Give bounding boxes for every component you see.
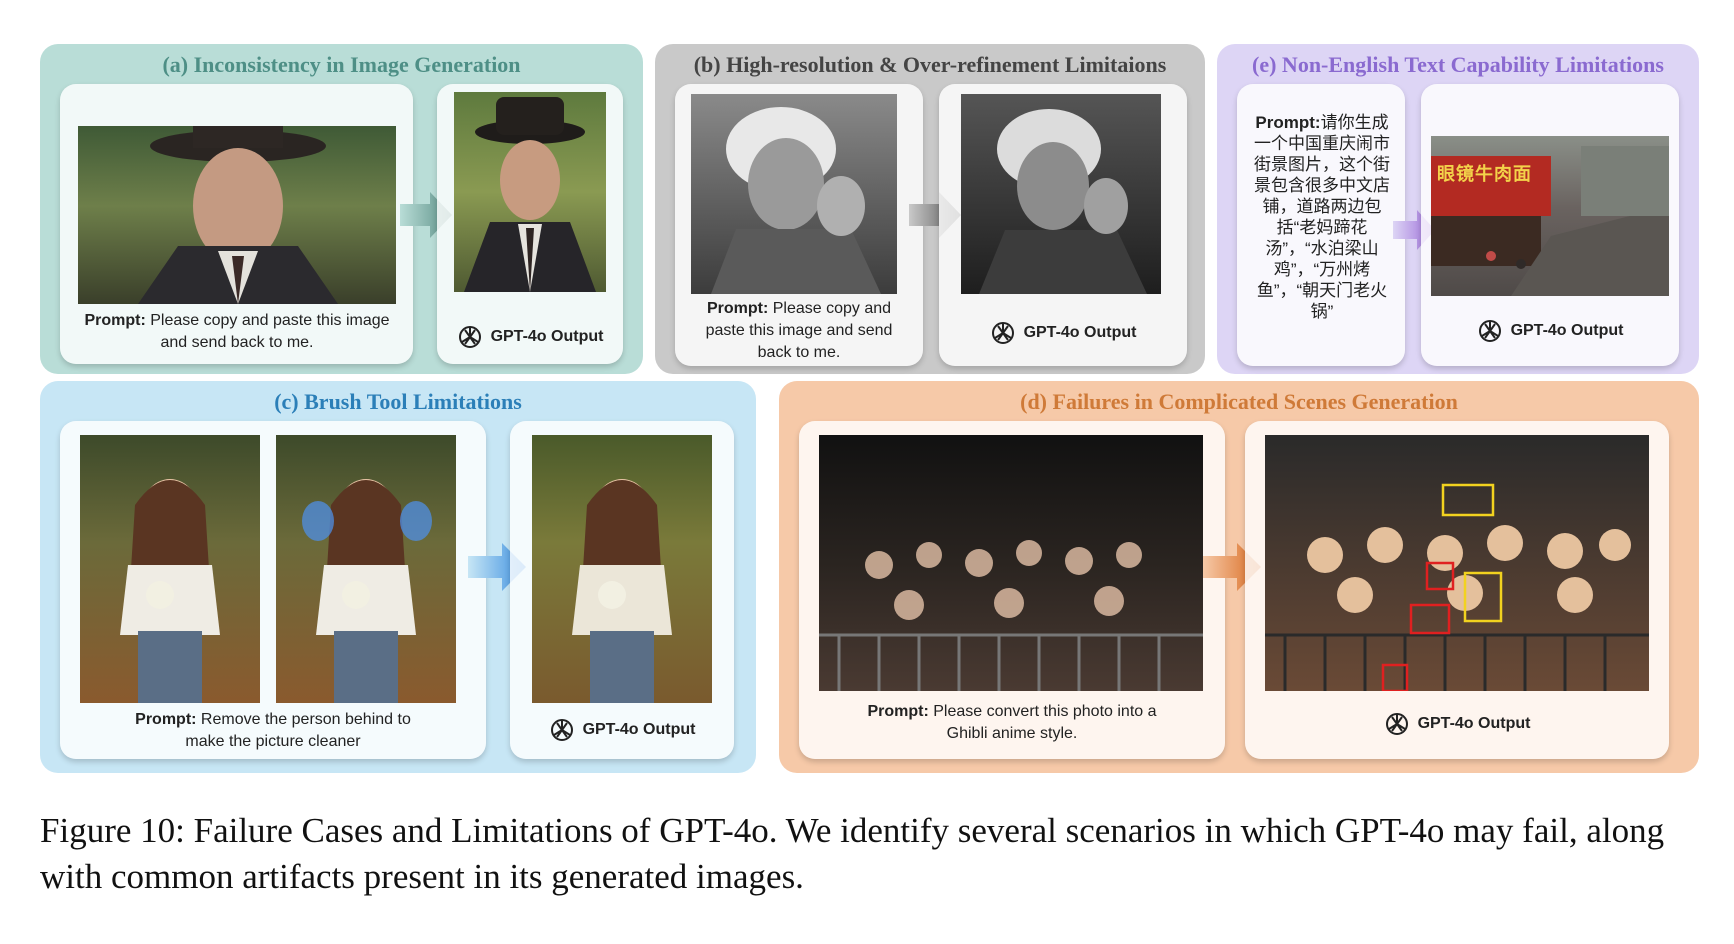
panel-b-output-text: GPT-4o Output	[1023, 324, 1137, 341]
panel-a-title: (a) Inconsistency in Image Generation	[162, 52, 521, 77]
oppenheimer-output-image	[454, 92, 606, 292]
girl-output-image	[532, 435, 712, 703]
panel-b-output-label: GPT-4o Output	[939, 320, 1187, 346]
panel-d-output-card: GPT-4o Output	[1245, 421, 1669, 759]
panel-a-output-card: GPT-4o Output	[437, 84, 623, 364]
panel-d-prompt-text: Please convert this photo into a Ghibli …	[928, 703, 1157, 742]
panel-d-prompt-label: Prompt:	[867, 703, 929, 720]
panel-d-prompt: Prompt: Please convert this photo into a…	[859, 701, 1165, 745]
artifact-box-yellow-mid	[1463, 571, 1503, 623]
panel-c-output-text: GPT-4o Output	[582, 721, 696, 738]
panel-e-prompt-card: Prompt:请你生成一个中国重庆闹市街景图片，这个街景包含很多中文店铺，道路两…	[1237, 84, 1405, 366]
openai-logo-icon	[1478, 320, 1501, 342]
girl-brushed-image	[276, 435, 456, 703]
figure-caption: Figure 10: Failure Cases and Limitations…	[40, 811, 1665, 896]
chongqing-street-output-image: 眼镜牛肉面	[1431, 136, 1669, 296]
artifact-box-red-2	[1409, 603, 1451, 635]
panel-a-output-label: GPT-4o Output	[437, 324, 623, 350]
oppenheimer-input-image	[78, 126, 396, 304]
panel-b-input-card: Prompt: Please copy and paste this image…	[675, 84, 923, 366]
panel-e-prompt: Prompt:请你生成一个中国重庆闹市街景图片，这个街景包含很多中文店铺，道路两…	[1249, 112, 1395, 322]
panel-b-output-card: GPT-4o Output	[939, 84, 1187, 366]
panel-b-title: (b) High-resolution & Over-refinement Li…	[693, 52, 1167, 77]
panel-e-output-text: GPT-4o Output	[1510, 322, 1624, 339]
panel-e-prompt-label: Prompt:	[1255, 113, 1321, 132]
panel-e-output-card: 眼镜牛肉面 GPT-4o Output	[1421, 84, 1679, 366]
panel-c-input-card: Prompt: Remove the person behind to make…	[60, 421, 486, 759]
panel-c-output-label: GPT-4o Output	[510, 717, 734, 743]
concert-crowd-ghibli-output-image	[1265, 435, 1649, 691]
panel-e-title: (e) Non-English Text Capability Limitati…	[1252, 52, 1664, 77]
panel-a-output-text: GPT-4o Output	[490, 328, 604, 345]
panel-c-prompt-text: Remove the person behind to make the pic…	[185, 711, 411, 750]
artifact-box-yellow-top	[1441, 483, 1495, 517]
shop-sign-text: 眼镜牛肉面	[1437, 164, 1532, 184]
panel-c-title: (c) Brush Tool Limitations	[274, 389, 522, 414]
panel-d: (d) Failures in Complicated Scenes Gener…	[779, 381, 1699, 773]
panel-a: (a) Inconsistency in Image Generation Pr…	[40, 44, 643, 374]
panel-e-prompt-text: 请你生成一个中国重庆闹市街景图片，这个街景包含很多中文店铺，道路两边包括“老妈蹄…	[1254, 113, 1390, 321]
openai-logo-icon	[550, 719, 573, 741]
concert-crowd-input-image	[819, 435, 1203, 691]
panel-e-output-label: GPT-4o Output	[1421, 318, 1679, 344]
panel-c-output-card: GPT-4o Output	[510, 421, 734, 759]
artifact-box-red-3	[1381, 663, 1409, 691]
panel-b-prompt-text: Please copy and paste this image and sen…	[705, 300, 893, 361]
panel-e: (e) Non-English Text Capability Limitati…	[1217, 44, 1699, 374]
panel-c-prompt: Prompt: Remove the person behind to make…	[120, 709, 426, 753]
panel-c: (c) Brush Tool Limitations Pro	[40, 381, 756, 773]
brush-mark-left	[302, 501, 334, 541]
panel-b-prompt: Prompt: Please copy and paste this image…	[693, 298, 905, 364]
girl-original-image	[80, 435, 260, 703]
panel-a-prompt-label: Prompt:	[84, 312, 146, 329]
panel-a-input-card: Prompt: Please copy and paste this image…	[60, 84, 413, 364]
panel-d-title: (d) Failures in Complicated Scenes Gener…	[1020, 389, 1458, 414]
panel-c-prompt-label: Prompt:	[135, 711, 197, 728]
panel-d-output-text: GPT-4o Output	[1417, 715, 1531, 732]
panel-b: (b) High-resolution & Over-refinement Li…	[655, 44, 1205, 374]
panel-b-prompt-label: Prompt:	[706, 300, 769, 317]
openai-logo-icon	[1385, 713, 1408, 735]
einstein-input-image	[691, 94, 897, 294]
panel-d-output-label: GPT-4o Output	[1245, 711, 1669, 737]
brush-mark-right	[400, 501, 432, 541]
panel-a-prompt-text: Please copy and paste this image and sen…	[145, 312, 390, 351]
openai-logo-icon	[458, 326, 481, 348]
panel-a-prompt: Prompt: Please copy and paste this image…	[80, 310, 394, 354]
artifact-box-red-1	[1425, 561, 1455, 591]
openai-logo-icon	[991, 322, 1014, 344]
einstein-output-image	[961, 94, 1161, 294]
panel-d-input-card: Prompt: Please convert this photo into a…	[799, 421, 1225, 759]
